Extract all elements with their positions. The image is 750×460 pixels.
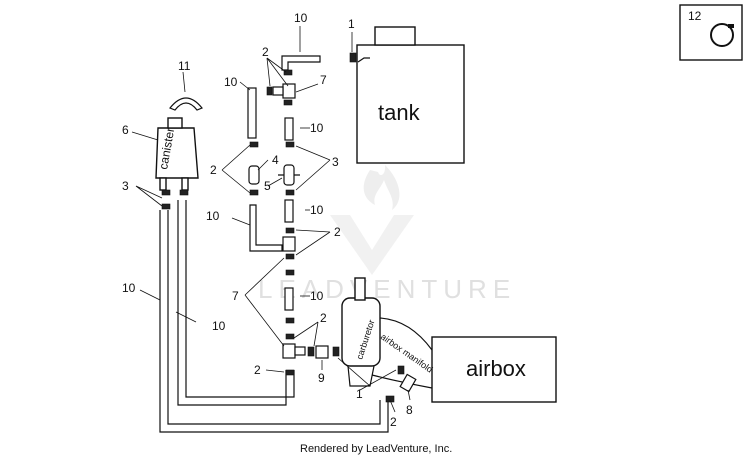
long-hose-10-right-inner: [185, 200, 295, 398]
curved-hose-11: [169, 97, 203, 111]
airbox: airbox: [431, 336, 557, 403]
long-hose-10-right: [177, 200, 287, 406]
callout-2-e: 2: [254, 363, 261, 377]
callout-3-right: 3: [332, 155, 339, 169]
callout-5: 5: [264, 179, 271, 193]
leader-lines: [131, 26, 411, 413]
hose-10-c: [284, 287, 294, 311]
callout-10-b: 10: [224, 75, 238, 89]
callout-1-bottom: 1: [356, 387, 363, 401]
tee-connector-bottom: [282, 343, 306, 359]
callout-10-a: 10: [294, 11, 308, 25]
callout-9: 9: [318, 371, 325, 385]
callout-7-top: 7: [320, 73, 327, 87]
hose-10-top-l: [281, 55, 321, 71]
long-hose-10-left: [159, 210, 389, 433]
clamp-set: [161, 52, 405, 403]
long-hose-10-left-inner: [167, 210, 381, 425]
tank-label: tank: [378, 100, 421, 125]
callout-10-c: 10: [310, 121, 324, 135]
valve-4: [248, 165, 260, 185]
callout-8: 8: [406, 403, 413, 417]
callout-10-d: 10: [310, 203, 324, 217]
watermark-text: LEADVENTURE: [258, 274, 516, 304]
canister: canister: [155, 117, 199, 191]
hose-10-a: [284, 117, 294, 141]
callout-3-left: 3: [122, 179, 129, 193]
callout-11: 11: [178, 59, 191, 73]
render-credit: Rendered by LeadVenture, Inc.: [300, 443, 452, 455]
tank: tank: [356, 26, 465, 164]
callout-7-bottom: 7: [232, 289, 239, 303]
carburetor: carburetor: [341, 277, 381, 387]
fitting-8: [399, 373, 417, 393]
callout-12: 12: [688, 9, 702, 23]
watermark-logo: [330, 165, 414, 275]
callout-10-g: 10: [310, 289, 324, 303]
airbox-label: airbox: [466, 356, 526, 381]
hose-10-curve-1: [247, 87, 257, 139]
callout-6: 6: [122, 123, 129, 137]
callout-10-e: 10: [206, 209, 220, 223]
callout-1-top: 1: [348, 17, 355, 31]
tee-connector-top: [272, 83, 296, 99]
callout-2-b: 2: [210, 163, 217, 177]
callout-4: 4: [272, 153, 279, 167]
tee-connector-mid: [282, 236, 296, 252]
airbox-manifold: airbox manifold: [371, 317, 435, 389]
fitting-9: [315, 345, 329, 359]
callout-10-f: 10: [122, 281, 136, 295]
airbox-manifold-label: airbox manifold: [379, 331, 435, 374]
callout-2-c: 2: [334, 225, 341, 239]
callout-2-f: 2: [390, 415, 397, 429]
hose-10-curve-2: [249, 204, 283, 252]
valve-5: [278, 164, 300, 186]
callout-2-d: 2: [320, 311, 327, 325]
callout-10-h: 10: [212, 319, 226, 333]
clamp-inset-box: [679, 4, 743, 61]
hose-10-b: [284, 199, 294, 223]
callout-2-a: 2: [262, 45, 269, 59]
callouts: 1 10 2 11 7 10 10 6 4 2 3 5 3 10 10 2 10…: [122, 9, 702, 429]
